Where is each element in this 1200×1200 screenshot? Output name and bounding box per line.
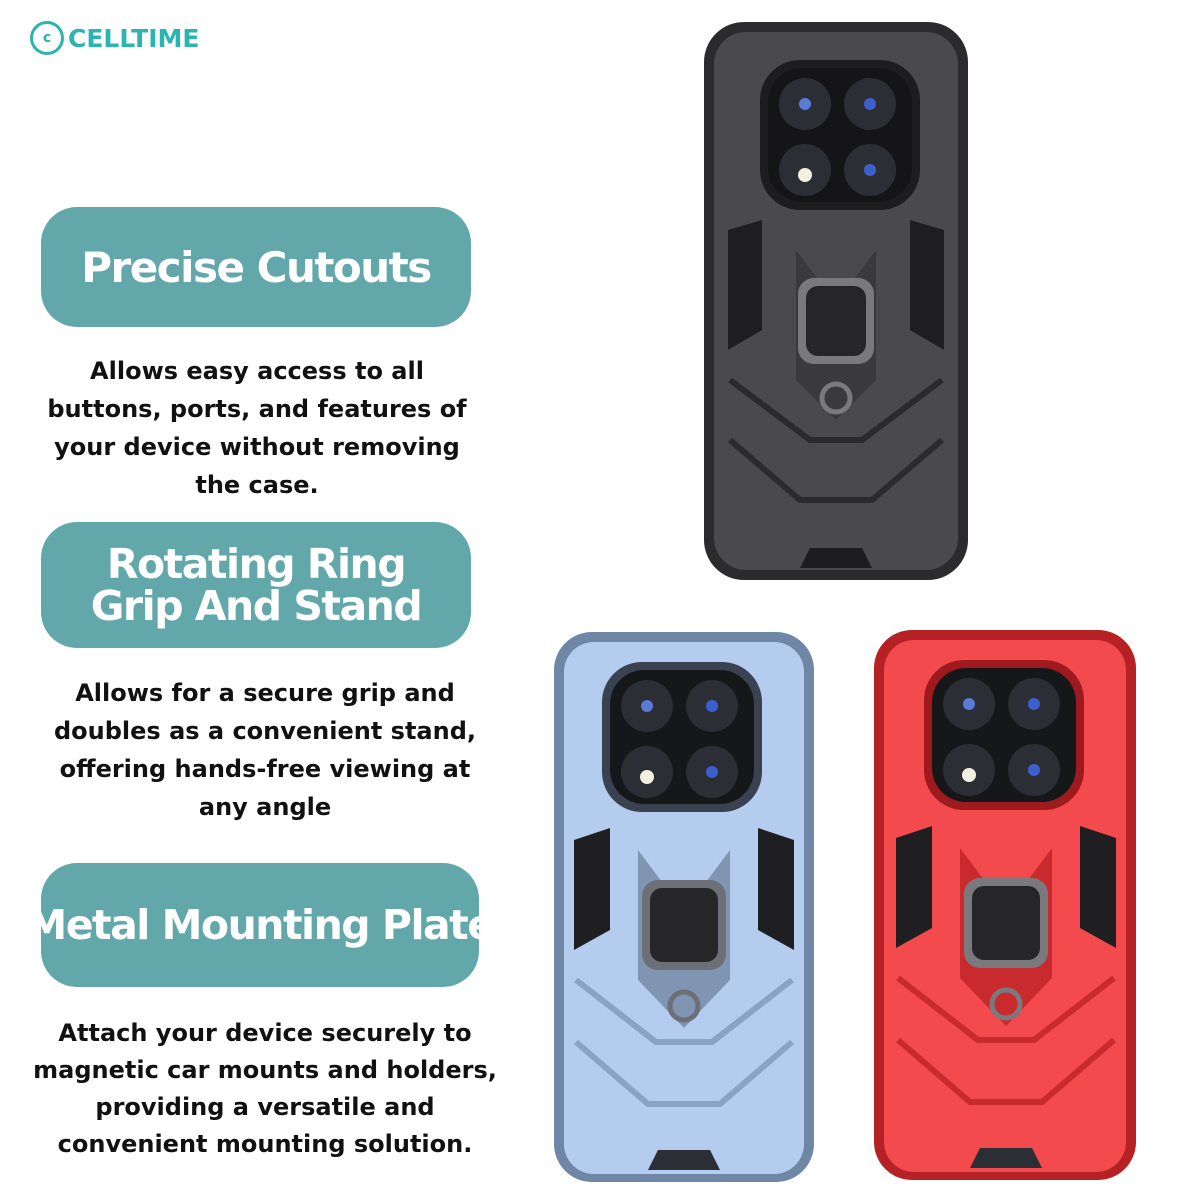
- brand-name: CELLTIME: [68, 23, 200, 53]
- phone-case-blue: [554, 632, 814, 1182]
- phone-case-black: [704, 22, 968, 580]
- feature-pill-ring-grip: Rotating Ring Grip And Stand: [41, 522, 471, 648]
- phone-case-red: [874, 630, 1136, 1180]
- blue-case-image: [552, 630, 816, 1186]
- feature-pill-mounting-plate: Metal Mounting Plate: [26, 863, 495, 987]
- logo-icon: c: [30, 21, 64, 55]
- feature-description: Allows easy access to all buttons, ports…: [47, 357, 467, 499]
- feature-title: Metal Mounting Plate: [26, 901, 495, 949]
- feature-title: Rotating Ring Grip And Stand: [90, 540, 423, 630]
- feature-title: Precise Cutouts: [81, 242, 432, 292]
- brand-logo: c CELLTIME: [30, 18, 199, 58]
- feature-pill-precise-cutouts: Precise Cutouts: [41, 207, 471, 327]
- feature-description: Attach your device securely to magnetic …: [33, 1019, 497, 1158]
- feature-description: Allows for a secure grip and doubles as …: [53, 679, 477, 821]
- black-case-image: [700, 20, 972, 584]
- red-case-image: [872, 628, 1138, 1184]
